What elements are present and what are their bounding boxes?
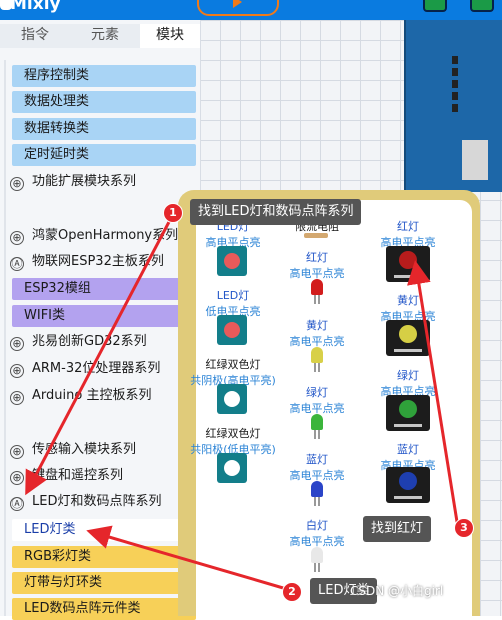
block-led-low[interactable] — [217, 315, 247, 345]
block-green-module-label: 绿灯高电平点亮 — [380, 369, 436, 398]
block-white-led-label: 白灯高电平点亮 — [289, 519, 345, 548]
callout-find-led-series: 找到LED灯和数码点阵系列 — [190, 199, 362, 225]
mixly-logo-icon — [0, 0, 12, 10]
bicolor-led-icon — [224, 391, 240, 407]
sidebar-tree-line — [4, 60, 6, 616]
category-wifi[interactable]: WIFI类 — [12, 305, 196, 327]
block-green-led-label: 绿灯高电平点亮 — [289, 386, 345, 415]
toolbar-icon-2[interactable] — [470, 0, 494, 12]
board-pin — [452, 80, 458, 88]
category-rgb-lights[interactable]: RGB彩灯类 — [12, 546, 196, 568]
blue-led-bulb-icon[interactable] — [311, 481, 323, 506]
block-led-low-label: LED灯低电平点亮 — [205, 289, 261, 318]
category-timer-delay[interactable]: 定时延时类 — [12, 144, 196, 166]
module-pins — [394, 496, 422, 499]
block-yellow-led-label: 黄灯高电平点亮 — [289, 319, 345, 348]
watermark: CSDN @小白girl — [350, 584, 444, 598]
board-pin — [452, 68, 458, 76]
module-pins — [394, 424, 422, 427]
blue-led-dot — [399, 472, 417, 490]
block-bicolor-cathode-label: 红绿双色灯共阴极(高电平亮) — [190, 358, 276, 387]
group-sensor-input[interactable]: ⊕传感输入模块系列 — [10, 440, 136, 460]
expand-icon: ⊕ — [10, 231, 24, 245]
board-pin — [452, 56, 458, 64]
yellow-led-module-icon[interactable] — [386, 320, 430, 356]
board-chip — [462, 140, 488, 180]
step-badge-3: 3 — [454, 518, 474, 538]
block-bicolor-anode-label: 红绿双色灯共阳极(低电平亮) — [190, 427, 276, 456]
blue-led-module-icon[interactable] — [386, 467, 430, 503]
block-bicolor-anode[interactable] — [217, 453, 247, 483]
play-icon — [233, 0, 242, 8]
expand-icon: ⊕ — [10, 337, 24, 351]
run-button[interactable] — [197, 0, 279, 16]
step-badge-2: 2 — [282, 582, 302, 602]
board-pin — [452, 104, 458, 112]
block-yellow-module-label: 黄灯高电平点亮 — [380, 294, 436, 323]
category-led-strip-ring[interactable]: 灯带与灯环类 — [12, 572, 196, 594]
arrow-1 — [25, 219, 172, 496]
block-red-led-label: 红灯高电平点亮 — [289, 251, 345, 280]
app-logo: Mixly — [10, 0, 61, 14]
resistor-icon[interactable] — [304, 233, 328, 238]
tab-modules[interactable]: 模块 — [140, 24, 200, 48]
green-led-bulb-icon[interactable] — [311, 414, 323, 439]
category-led-matrix-parts[interactable]: LED数码点阵元件类 — [12, 598, 196, 620]
module-pins — [394, 349, 422, 352]
category-esp32-module[interactable]: ESP32模组 — [12, 278, 196, 300]
block-led-high[interactable] — [217, 246, 247, 276]
expand-icon: ⊕ — [10, 177, 24, 191]
block-red-module-label: 红灯高电平点亮 — [380, 220, 436, 249]
category-data-conversion[interactable]: 数据转换类 — [12, 118, 196, 140]
group-gd32[interactable]: ⊕兆易创新GD32系列 — [10, 332, 147, 352]
group-function-extension[interactable]: ⊕功能扩展模块系列 — [10, 172, 136, 192]
arduino-board-image — [404, 20, 502, 192]
group-arm32[interactable]: ⊕ARM-32位处理器系列 — [10, 359, 160, 379]
arrow-3 — [407, 260, 460, 529]
white-led-bulb-icon[interactable] — [311, 547, 323, 572]
expand-icon: ⊕ — [10, 364, 24, 378]
green-led-dot — [399, 400, 417, 418]
expand-icon: ⊕ — [10, 391, 24, 405]
green-led-module-icon[interactable] — [386, 395, 430, 431]
expand-icon: ⊕ — [10, 445, 24, 459]
yellow-led-dot — [399, 325, 417, 343]
led-icon — [224, 322, 240, 338]
bicolor-led-icon — [224, 460, 240, 476]
category-data-processing[interactable]: 数据处理类 — [12, 91, 196, 113]
collapse-icon: Ⓐ — [10, 497, 24, 511]
arrow-2 — [86, 525, 291, 592]
expand-icon: ⊕ — [10, 471, 24, 485]
callout-led-class: LED灯类 — [310, 578, 378, 604]
tab-instructions[interactable]: 指令 — [21, 27, 49, 43]
callout-find-red-led: 找到红灯 — [363, 516, 432, 542]
block-bicolor-cathode[interactable] — [217, 384, 247, 414]
tab-elements[interactable]: 元素 — [91, 27, 119, 43]
group-arduino-board[interactable]: ⊕Arduino 主控板系列 — [10, 386, 151, 406]
step-badge-1: 1 — [163, 203, 183, 223]
collapse-icon: Ⓐ — [10, 257, 24, 271]
block-blue-led-label: 蓝灯高电平点亮 — [289, 453, 345, 482]
led-icon — [224, 253, 240, 269]
red-led-bulb-icon[interactable] — [311, 279, 323, 304]
board-pin — [452, 92, 458, 100]
category-program-control[interactable]: 程序控制类 — [12, 65, 196, 87]
group-keyboard-remote[interactable]: ⊕键盘和遥控系列 — [10, 466, 123, 486]
yellow-led-bulb-icon[interactable] — [311, 347, 323, 372]
group-openharmony[interactable]: ⊕鸿蒙OpenHarmony系列 — [10, 226, 178, 246]
toolbar-icon-1[interactable] — [423, 0, 447, 12]
toolbox-tabs: 指令 元素 模块 — [0, 24, 200, 48]
